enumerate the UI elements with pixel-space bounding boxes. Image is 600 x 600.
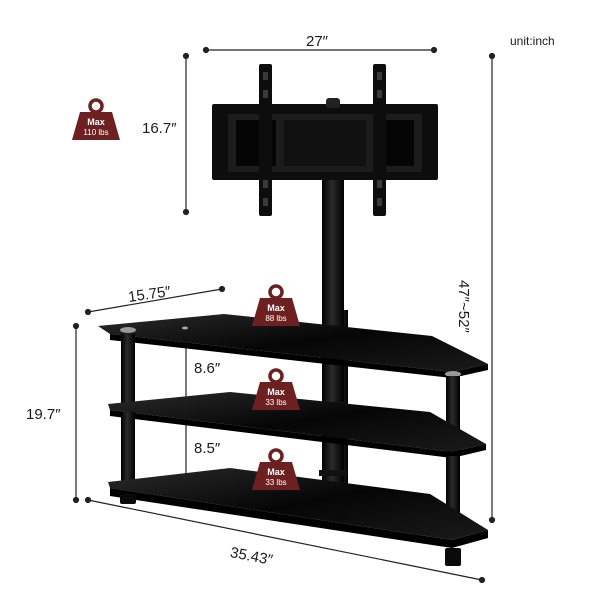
base-height-label: 19.7″: [26, 406, 61, 423]
top-shelf: [98, 314, 488, 378]
bottom-shelf-weight-badge: Max 33 lbs: [248, 448, 304, 492]
base-width-line: [87, 499, 483, 581]
middle-shelf: [108, 392, 486, 458]
weight-max-label: Max: [87, 117, 105, 127]
weight-max-label: Max: [267, 303, 285, 313]
tv-mount-bracket: [212, 64, 438, 216]
unit-label: unit:inch: [510, 34, 555, 48]
weight-value: 33 lbs: [265, 398, 287, 407]
front-left-leg-upper: [121, 334, 135, 406]
weight-icon: [252, 284, 300, 326]
weight-value: 110 lbs: [83, 128, 109, 137]
weight-value: 88 lbs: [265, 314, 287, 323]
front-left-leg-lower: [121, 412, 135, 484]
shelf-depth-line: [87, 288, 223, 313]
mount-width-label: 27″: [306, 33, 328, 50]
foot-back: [332, 510, 348, 520]
weight-icon: [72, 98, 120, 140]
foot-front-right: [445, 548, 461, 566]
weight-icon: [252, 448, 300, 490]
weight-max-label: Max: [267, 467, 285, 477]
mount-weight-badge: Max 110 lbs: [68, 98, 124, 142]
foot-front-left: [120, 494, 136, 504]
bottom-shelf: [108, 468, 488, 548]
weight-icon: [252, 368, 300, 410]
mount-height-label: 16.7″: [142, 120, 177, 137]
weight-value: 33 lbs: [265, 478, 287, 487]
middle-shelf-weight-badge: Max 33 lbs: [248, 368, 304, 412]
top-shelf-weight-badge: Max 88 lbs: [248, 284, 304, 328]
overall-height-label: 47″~52″: [455, 280, 472, 333]
shelf-gap-bottom-label: 8.5″: [194, 440, 221, 457]
shelf-gap-top-label: 8.6″: [194, 360, 221, 377]
weight-max-label: Max: [267, 387, 285, 397]
